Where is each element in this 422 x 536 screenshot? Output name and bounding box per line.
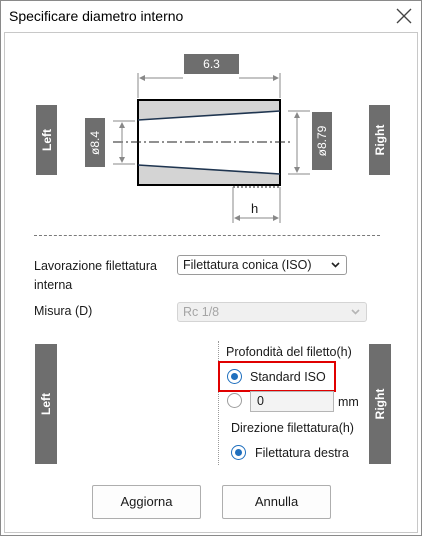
depth-standard-iso-label: Standard ISO xyxy=(250,370,326,384)
right-view-tab[interactable]: Right xyxy=(369,105,390,175)
title-bar: Specificare diametro interno xyxy=(1,1,421,32)
depth-value-input[interactable]: 0 xyxy=(250,391,334,412)
left-lower-tab[interactable]: Left xyxy=(35,344,57,464)
length-dimension: 6.3 xyxy=(184,54,239,74)
size-select[interactable]: Rc 1/8 xyxy=(177,302,367,322)
direction-group-title: Direzione filettatura(h) xyxy=(231,421,354,435)
close-icon[interactable] xyxy=(394,6,414,26)
window-title: Specificare diametro interno xyxy=(9,8,184,24)
depth-group-title: Profondità del filetto(h) xyxy=(226,345,352,359)
chevron-down-icon xyxy=(331,262,340,268)
left-view-tab[interactable]: Left xyxy=(36,105,57,175)
right-diameter-dimension: ø8.79 xyxy=(312,112,332,170)
update-button[interactable]: Aggiorna xyxy=(92,485,201,519)
thread-type-select[interactable]: Filettatura conica (ISO) xyxy=(177,255,347,275)
cancel-button[interactable]: Annulla xyxy=(222,485,331,519)
direction-right-label: Filettatura destra xyxy=(255,446,349,460)
right-lower-tab[interactable]: Right xyxy=(369,344,391,464)
thread-type-label-cont: interna xyxy=(34,278,73,292)
h-dimension-label: h xyxy=(251,201,259,216)
thread-type-label: Lavorazione filettatura xyxy=(34,259,157,273)
options-separator xyxy=(218,341,219,465)
depth-unit-label: mm xyxy=(338,395,359,409)
direction-right-radio[interactable] xyxy=(231,445,246,460)
size-label: Misura (D) xyxy=(34,304,93,318)
depth-standard-iso-radio[interactable] xyxy=(227,369,242,384)
depth-custom-radio[interactable] xyxy=(227,393,242,408)
thread-diagram xyxy=(113,73,310,223)
left-diameter-dimension: ø8.4 xyxy=(85,118,105,167)
section-divider xyxy=(34,235,380,236)
chevron-down-icon xyxy=(351,309,360,315)
